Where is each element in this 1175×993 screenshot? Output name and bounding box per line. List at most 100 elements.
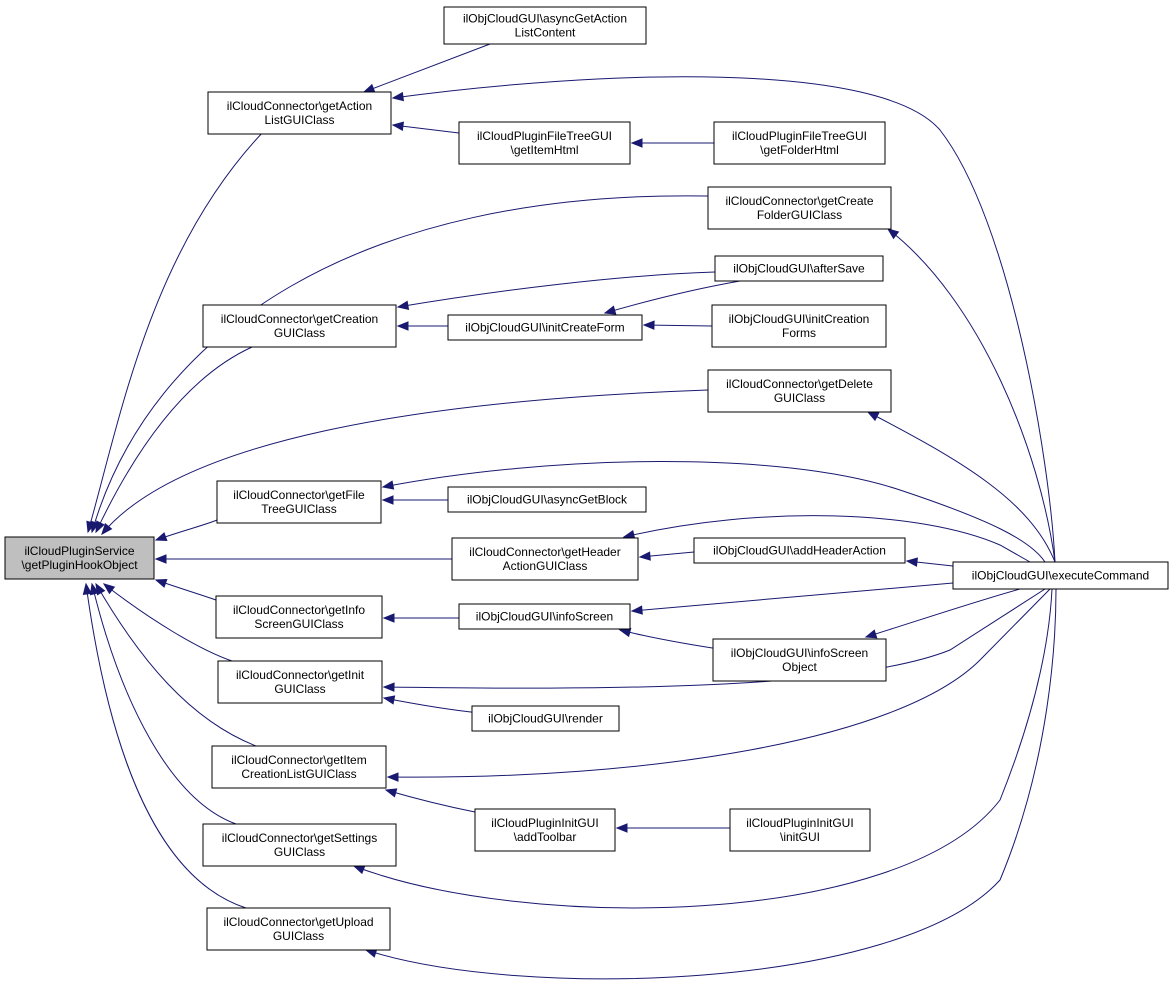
node-label: GUIClass <box>774 391 825 405</box>
node-label: Object <box>782 660 817 674</box>
edge-folderHtml-itemHtml <box>630 138 714 148</box>
edge-addHeaderAction-getHeaderAction <box>638 551 695 561</box>
node-box <box>207 91 392 135</box>
edge-line <box>631 582 954 612</box>
arrowhead <box>101 522 113 536</box>
edge-line <box>95 583 257 747</box>
arrowhead <box>154 554 167 564</box>
arrowhead <box>396 300 410 310</box>
edge-line <box>95 346 253 533</box>
node-label: ilObjCloudGUI\initCreation <box>729 312 870 326</box>
edge-line <box>604 280 741 314</box>
node-file-tree-get-item-html[interactable]: ilCloudPluginFileTreeGUI\getItemHtml <box>458 121 631 165</box>
arrowhead <box>384 788 398 798</box>
node-box <box>447 486 647 513</box>
node-label: ListContent <box>515 26 576 40</box>
node-info-screen[interactable]: ilObjCloudGUI\infoScreen <box>458 603 631 630</box>
edge-exec-getCreateFolder <box>886 228 1056 563</box>
edge-initCreateForm-getCreation <box>396 321 448 331</box>
node-async-get-block[interactable]: ilObjCloudGUI\asyncGetBlock <box>447 486 647 513</box>
edge-line <box>365 588 1057 980</box>
node-box <box>211 745 387 789</box>
node-add-toolbar[interactable]: ilCloudPluginInitGUI\addToolbar <box>474 808 616 852</box>
node-label: \getPluginHookObject <box>21 558 138 572</box>
arrowhead <box>154 532 168 542</box>
edge-infoScreen-getInfoScreen <box>382 613 459 623</box>
edge-addToolbar-getItemCreationList <box>384 788 476 813</box>
node-label: TreeGUIClass <box>261 502 337 516</box>
node-label: GUIClass <box>274 682 325 696</box>
node-box <box>443 6 647 45</box>
node-after-save[interactable]: ilObjCloudGUI\afterSave <box>714 255 884 282</box>
arrowhead <box>638 551 651 561</box>
arrowhead <box>391 91 404 102</box>
edge-itemHtml-getActionList <box>391 121 460 134</box>
node-label: ilCloudConnector\getCreate <box>725 194 873 208</box>
edge-line <box>623 515 1031 563</box>
node-label: ilCloudConnector\getHeader <box>469 545 620 559</box>
edge-getFileTree-root <box>154 519 218 542</box>
edge-exec-getItemCreationList <box>386 588 1051 782</box>
edge-line <box>353 588 1053 909</box>
edge-getHeaderAction-root <box>154 554 452 564</box>
node-box <box>693 537 906 564</box>
node-init-create-form[interactable]: ilObjCloudGUI\initCreateForm <box>447 314 643 341</box>
arrowhead <box>381 480 395 490</box>
node-add-header-action[interactable]: ilObjCloudGUI\addHeaderAction <box>693 537 906 564</box>
arrowhead <box>618 627 632 638</box>
node-label: ActionGUIClass <box>503 559 588 573</box>
node-box <box>474 808 616 852</box>
edge-initCreationForms-initCreateForm <box>642 320 713 330</box>
edge-line <box>101 389 709 535</box>
edge-line <box>383 588 1046 689</box>
node-label: GUIClass <box>273 929 324 943</box>
node-box <box>451 537 639 581</box>
arrowhead <box>386 772 399 782</box>
arrowhead <box>381 495 394 505</box>
arrowhead <box>391 121 404 131</box>
edge-afterSave-initCreateForm <box>603 280 741 315</box>
node-box <box>707 369 892 413</box>
node-init-gui[interactable]: ilCloudPluginInitGUI\initGUI <box>729 808 871 852</box>
arrowhead <box>89 582 100 596</box>
node-label: ilObjCloudGUI\afterSave <box>733 262 865 276</box>
arrowhead <box>382 613 395 623</box>
node-file-tree-get-folder-html[interactable]: ilCloudPluginFileTreeGUI\getFolderHtml <box>713 121 886 165</box>
node-get-item-creation-list[interactable]: ilCloudConnector\getItemCreationListGUIC… <box>211 745 387 789</box>
node-box <box>458 121 631 165</box>
edge-line <box>91 583 237 825</box>
edge-line <box>865 588 1021 638</box>
node-label: ilCloudConnector\getInit <box>236 668 365 682</box>
edge-line <box>387 588 1051 778</box>
node-label: ilCloudConnector\getAction <box>227 99 372 113</box>
node-label: ilObjCloudGUI\addHeaderAction <box>713 544 886 558</box>
node-render[interactable]: ilObjCloudGUI\render <box>471 705 620 732</box>
edge-line <box>382 461 1046 563</box>
edge-exec-getHeaderAction <box>622 515 1031 563</box>
node-root[interactable]: ilCloudPluginService\getPluginHookObject <box>4 536 155 580</box>
node-label: FolderGUIClass <box>757 208 842 222</box>
edge-line <box>887 228 1056 563</box>
node-execute-command[interactable]: ilObjCloudGUI\executeCommand <box>952 561 1169 590</box>
node-label: ilObjCloudGUI\executeCommand <box>972 569 1149 583</box>
node-label: ilCloudConnector\getSettings <box>222 831 377 845</box>
node-label: GUIClass <box>274 326 325 340</box>
node-box <box>202 304 397 348</box>
node-label: ilCloudPluginService <box>24 544 134 558</box>
node-label: ilCloudPluginInitGUI <box>491 816 598 830</box>
node-box <box>216 480 382 524</box>
node-label: GUIClass <box>274 845 325 859</box>
